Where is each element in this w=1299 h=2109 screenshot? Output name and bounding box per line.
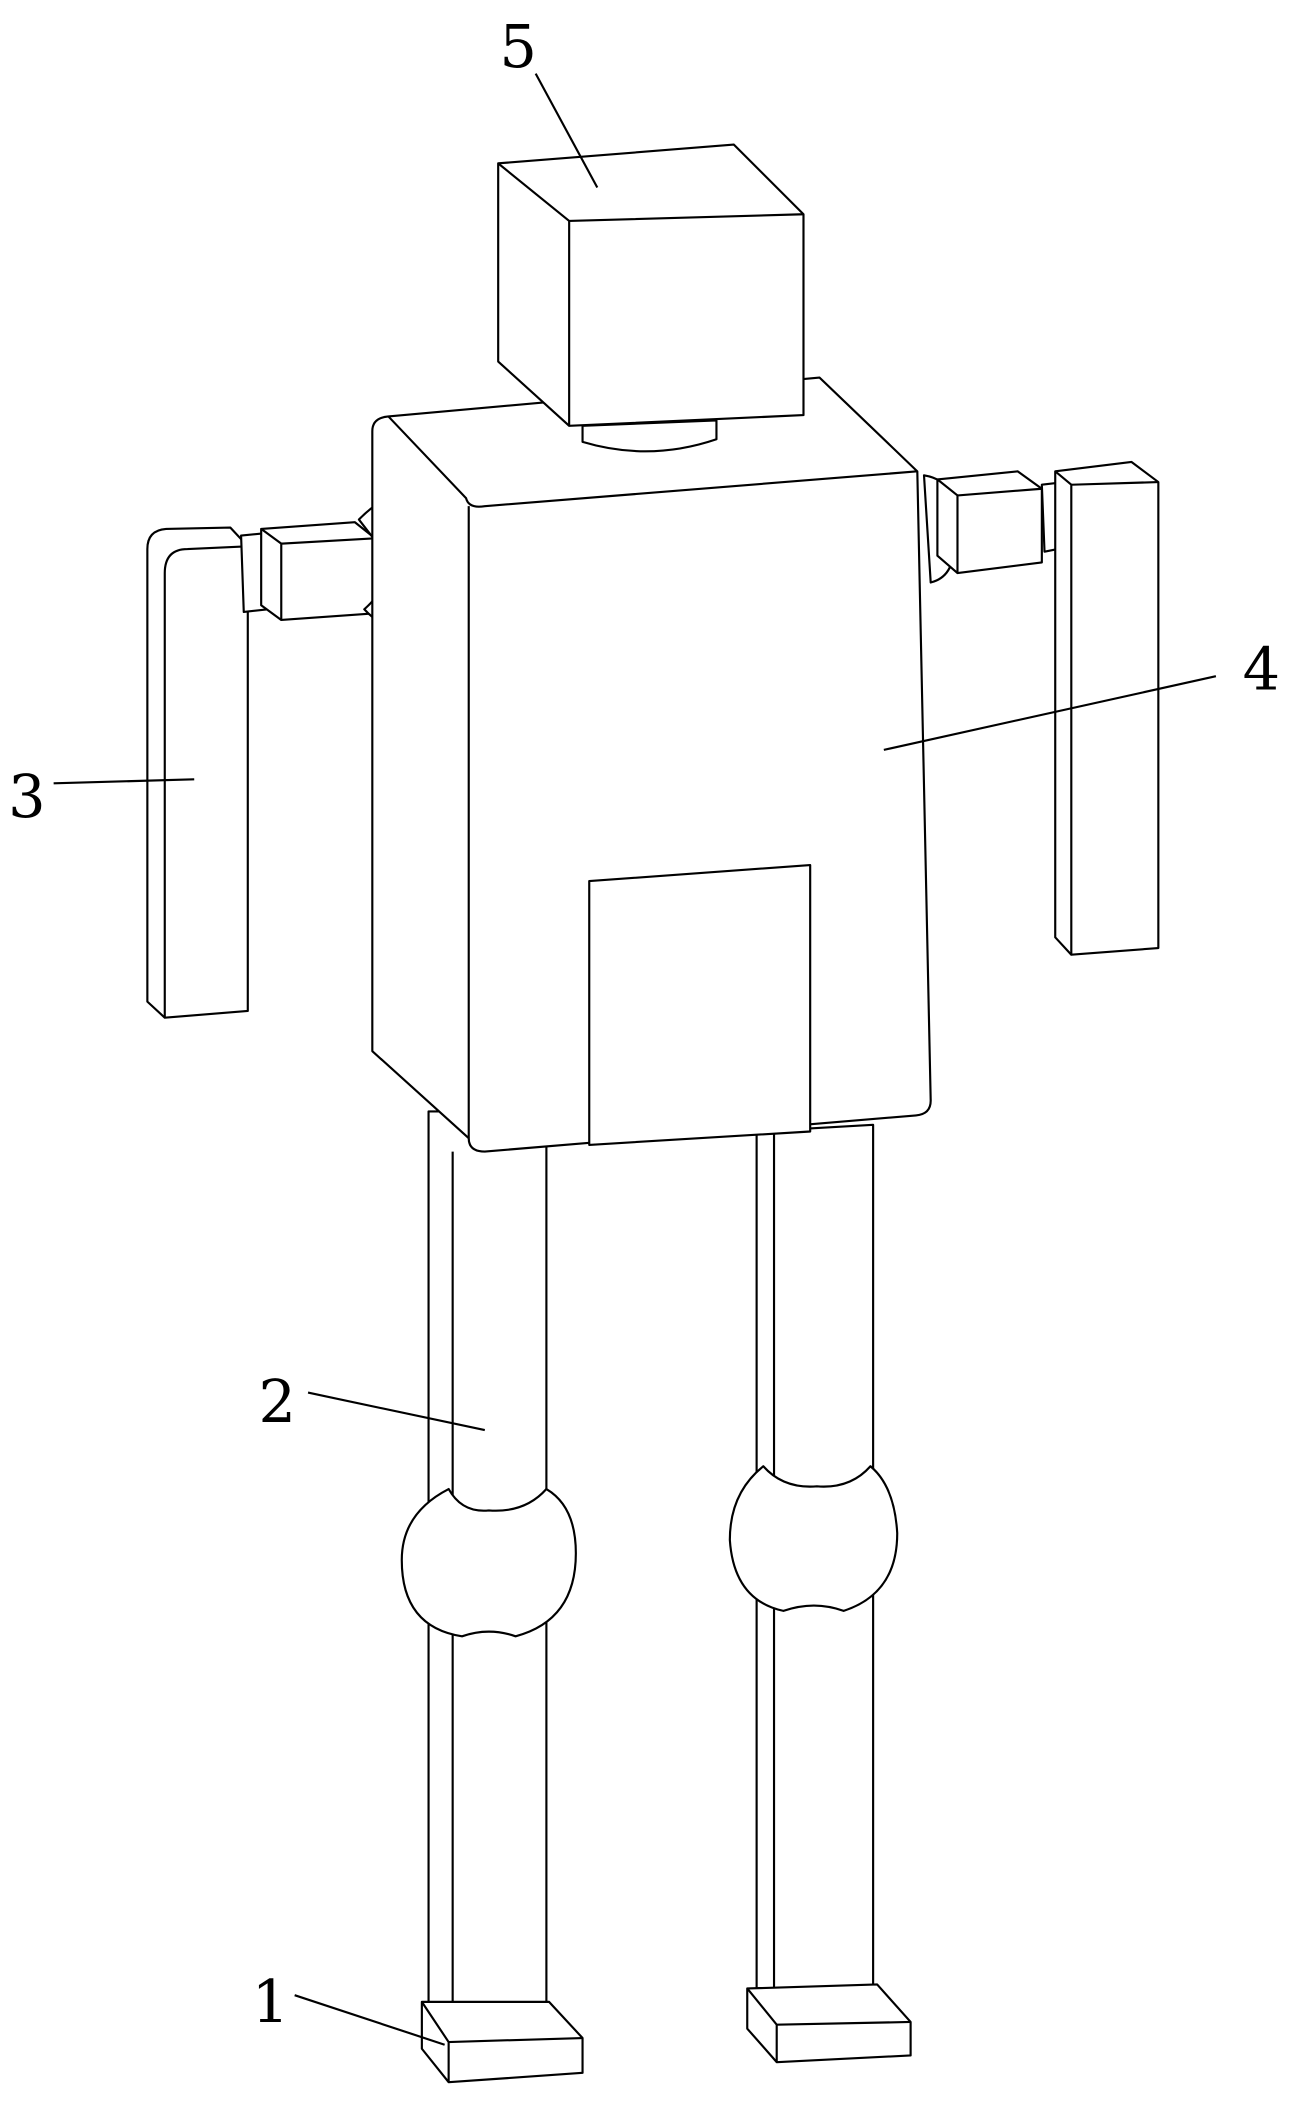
- label-3: 3: [8, 762, 45, 831]
- label-5: 5: [500, 12, 537, 81]
- label-4: 4: [1243, 635, 1280, 704]
- label-1: 1: [252, 1967, 289, 2036]
- torso: [372, 378, 930, 1152]
- label-2: 2: [258, 1367, 295, 1436]
- left-leg: [402, 1111, 576, 2008]
- left-foot: [422, 2002, 583, 2082]
- right-arm: [924, 462, 1158, 955]
- right-leg: [730, 1125, 897, 1998]
- right-foot: [747, 1984, 910, 2062]
